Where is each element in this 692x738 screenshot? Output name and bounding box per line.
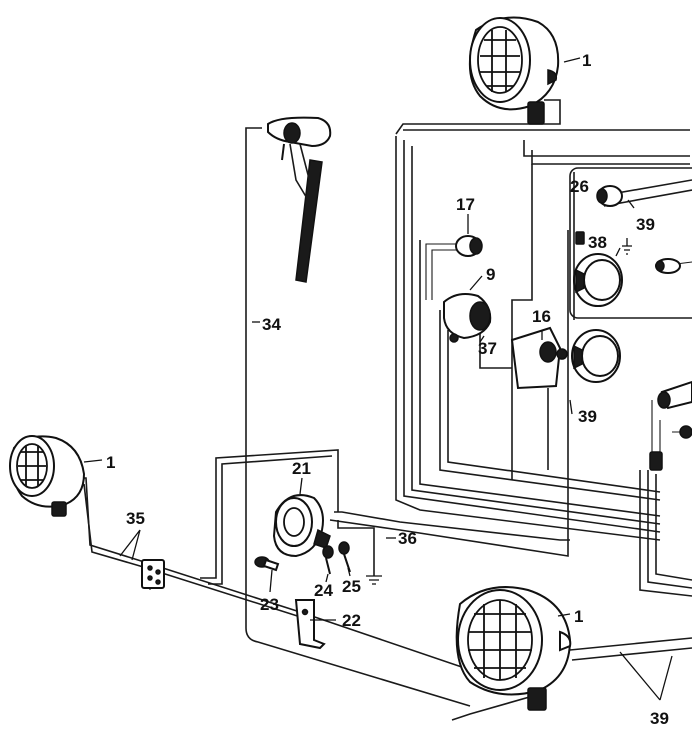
horn-bracket: [294, 599, 326, 650]
wiring-harness: [80, 99, 692, 721]
callout-9: 9: [486, 265, 495, 284]
bulb-right: [655, 258, 681, 274]
callout-1-top: 1: [582, 51, 591, 70]
callout-1-left: 1: [106, 453, 115, 472]
callout-labels: 1 1 1 9 16 17 21 22 23 24 25 26 34 35 36…: [106, 51, 669, 728]
warning-lamp: [455, 235, 483, 257]
headlamp-left: [9, 435, 86, 517]
callout-21: 21: [292, 459, 311, 478]
horn: [272, 494, 331, 558]
callout-24: 24: [314, 581, 333, 600]
callout-22: 22: [342, 611, 361, 630]
terminal-24: [322, 545, 334, 575]
callout-39-mid: 39: [578, 407, 597, 426]
callout-1-bottom: 1: [574, 607, 583, 626]
callout-39-bottom: 39: [650, 709, 669, 728]
earth-lead: [366, 560, 382, 585]
bolt: [254, 556, 280, 572]
callout-38: 38: [588, 233, 607, 252]
gauge-lower: [571, 329, 621, 383]
callout-35: 35: [126, 509, 145, 528]
callout-25: 25: [342, 577, 361, 596]
switch-unit: [510, 326, 568, 390]
panel-lamp: [596, 185, 623, 207]
callout-36: 36: [398, 529, 417, 548]
leader-lines: [83, 57, 673, 701]
windscreen-wiper: [267, 116, 332, 283]
gauge-upper: [573, 231, 632, 307]
callout-26: 26: [570, 177, 589, 196]
cylinder-right: [649, 380, 692, 471]
switch: [443, 293, 492, 343]
callout-16: 16: [532, 307, 551, 326]
connector-block: [141, 559, 165, 589]
callout-34: 34: [262, 315, 281, 334]
terminal-25: [338, 541, 351, 573]
callout-39-top: 39: [636, 215, 655, 234]
headlamp-top: [468, 16, 560, 125]
callout-37: 37: [478, 339, 497, 358]
callout-17: 17: [456, 195, 475, 214]
headlamp-bottom: [455, 586, 572, 711]
callout-23: 23: [260, 595, 279, 614]
